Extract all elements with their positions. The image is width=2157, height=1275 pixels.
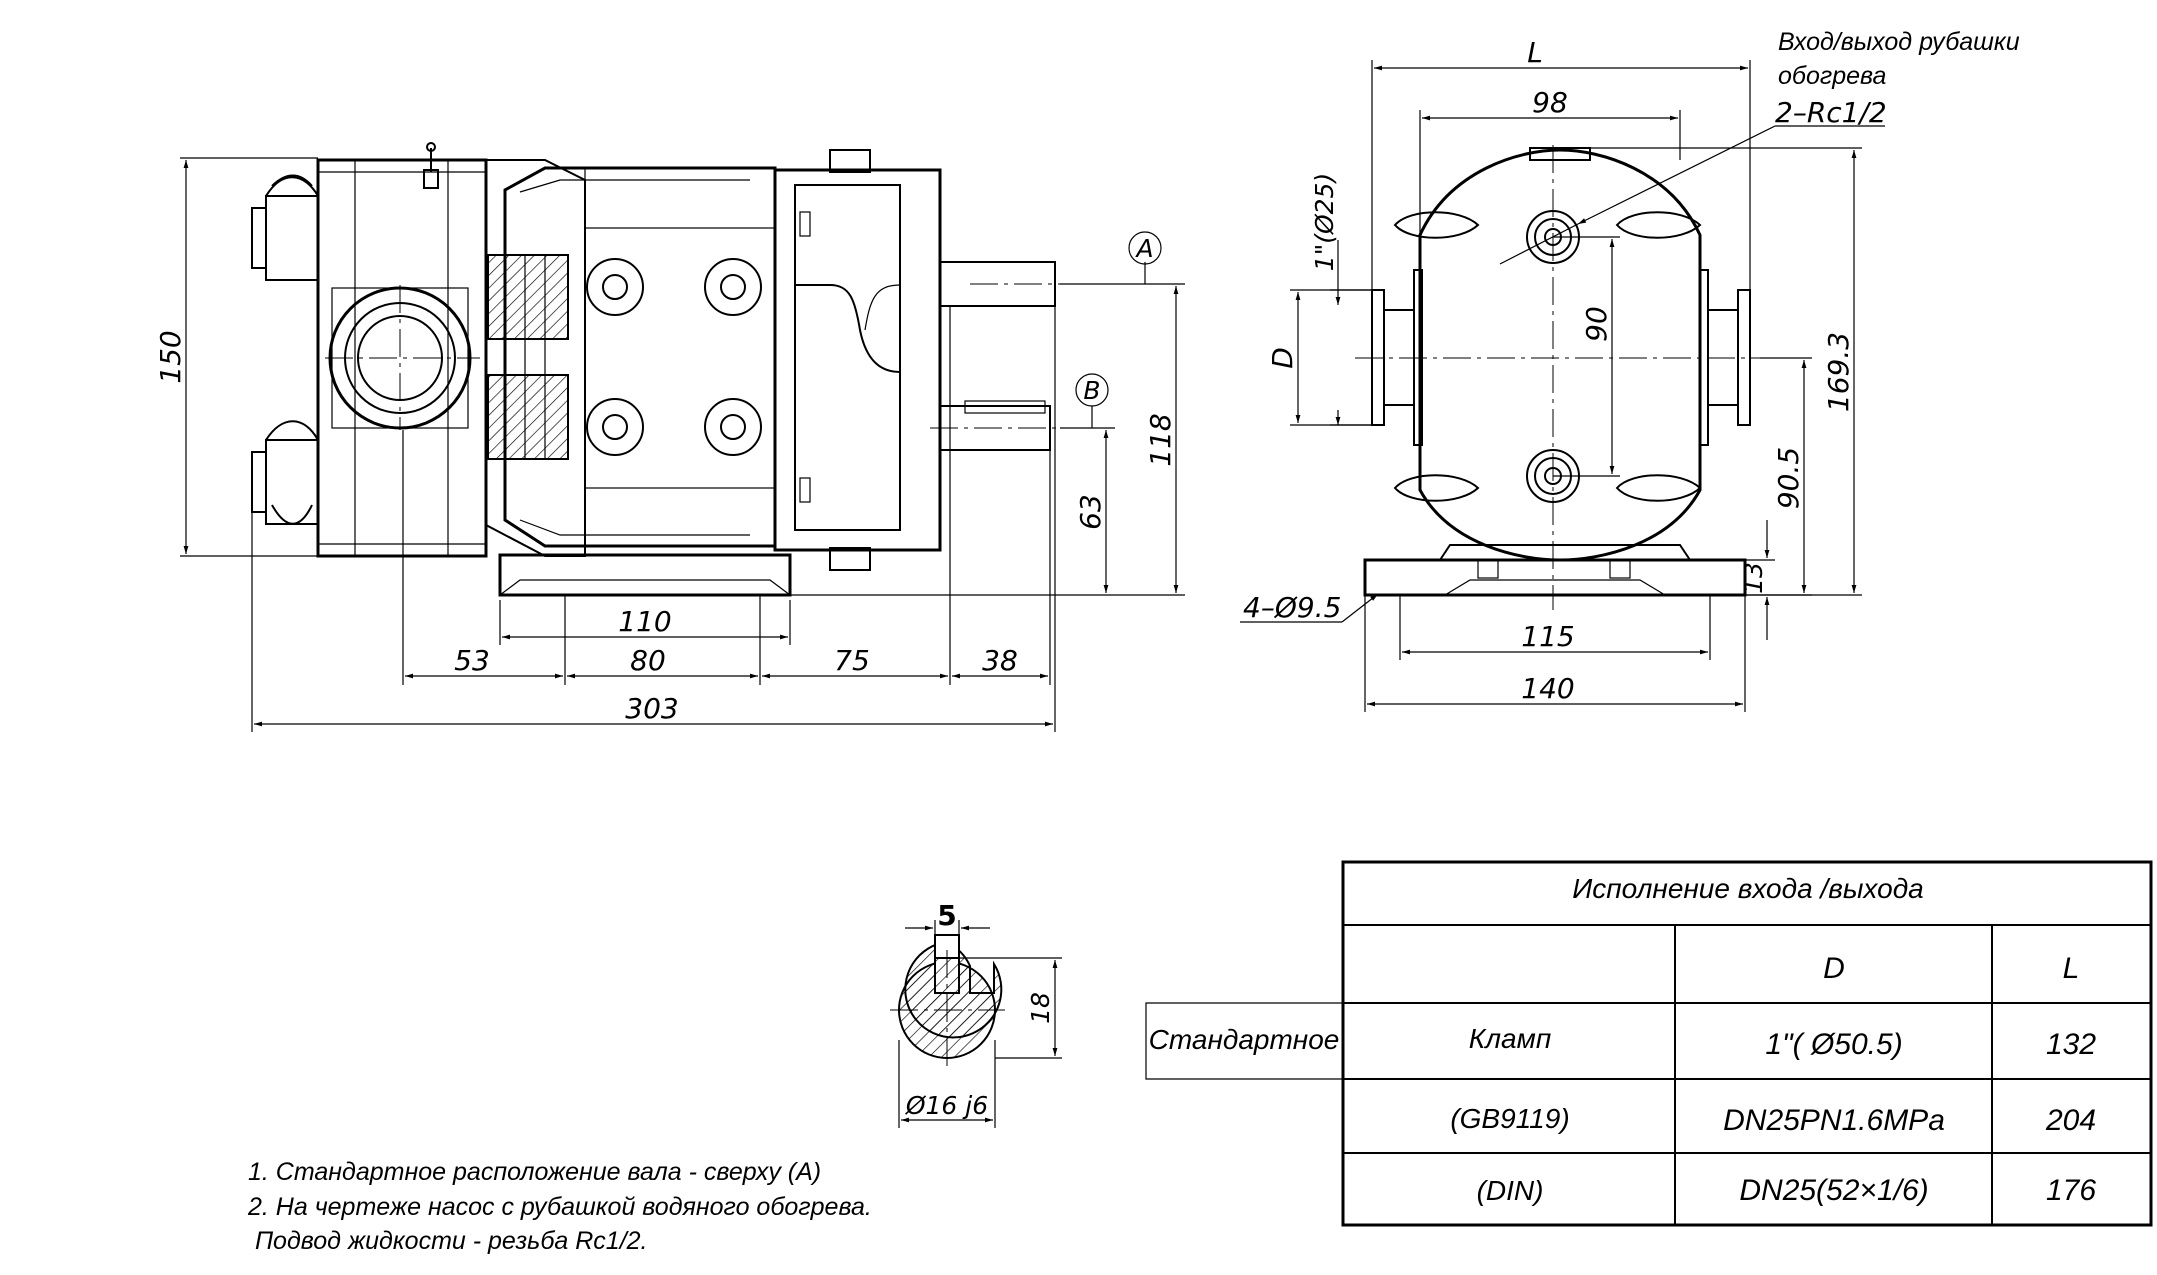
row-type: (GB9119) [1450,1103,1569,1134]
shaft-marker-b: B [1075,373,1109,428]
dim-303-label: 303 [625,692,678,725]
dim-150: 150 [154,157,318,557]
row-l: 204 [2045,1104,2096,1137]
front-base [1363,544,1747,597]
jacket-callout-thread: 2–Rc1/2 [1775,96,1887,129]
dim-110-label: 110 [618,605,671,638]
front-view: L 98 Вход/выход рубашки обогрева 2–Rc1/2… [1240,28,2020,712]
dim-80-label: 80 [630,644,666,677]
dim-63-label: 63 [1074,494,1107,530]
note-2: 2. На чертеже насос с рубашкой водяного … [247,1193,872,1221]
dim-303: 303 [251,306,1056,732]
table-row: (DIN) DN25(52×1/6) 176 [1477,1174,2097,1207]
side-foot [498,553,792,597]
dim-169-3-label: 169.3 [1822,332,1855,412]
dim-140: 140 [1364,595,1746,712]
dim-l-label: L [1527,36,1543,69]
row-type: (DIN) [1477,1175,1544,1206]
gearbox [773,149,942,571]
spec-table: Исполнение входа /выхода D L Стандартное… [1145,860,2153,1227]
shaft-b [930,400,1060,451]
diameter-label: Ø16 j6 [905,1091,988,1120]
dim-90-5-label: 90.5 [1772,447,1805,509]
dim-l: L [1371,36,1751,290]
dim-chain: 53 80 75 38 [402,305,1051,685]
jacket-callout: Вход/выход рубашки обогрева 2–Rc1/2 [1499,28,2020,265]
dim-90-label: 90 [1580,306,1613,342]
jacket-callout-line1: Вход/выход рубашки [1778,28,2020,56]
dim-90-5: 90.5 [1745,357,1812,596]
table-header-l: L [2063,952,2080,985]
jacket-callout-line2: обогрева [1778,62,1887,90]
row-l: 176 [2046,1174,2096,1207]
row-l: 132 [2046,1028,2096,1061]
marker-a-label: A [1134,234,1153,263]
dim-38-label: 38 [982,644,1018,677]
notes: 1. Стандартное расположение вала - сверх… [247,1158,872,1255]
dim-115-label: 115 [1521,620,1574,653]
dim-115: 115 [1399,595,1711,660]
dim-110: 110 [499,600,791,645]
dim-d-label: D [1266,347,1299,369]
marker-b-label: B [1083,376,1100,405]
dim-98: 98 [1419,86,1681,235]
dim-holes: 4–Ø9.5 [1240,591,1379,624]
shaft-section: 5 18 Ø16 j6 [890,899,1062,1128]
table-title: Исполнение входа /выхода [1572,873,1924,904]
table-row-group: Стандартное [1149,1024,1340,1055]
row-type: Кламп [1469,1023,1551,1054]
lens-bolts [1393,211,1702,502]
dim-98-label: 98 [1532,86,1568,119]
dim-13: 13 [1739,520,1775,640]
wing-nut-top [251,174,319,281]
dim-118: 118 [790,283,1185,596]
row-d: DN25(52×1/6) [1739,1174,1928,1207]
body-bolts [586,258,762,456]
dim-d: D [1266,289,1372,426]
pump-body [485,159,777,557]
wing-nut-bottom [251,420,319,525]
key-width-label: 5 [937,899,956,932]
dim-140-label: 140 [1521,672,1574,705]
dim-holes-label: 4–Ø9.5 [1243,591,1341,624]
dim-inch-label: 1"(Ø25) [1310,173,1339,271]
depth-label: 18 [1026,992,1055,1024]
dim-169-3: 169.3 [1590,147,1862,596]
dim-inch: 1"(Ø25) [1310,173,1372,426]
table-header-d: D [1823,952,1845,985]
side-view: 150 53 80 75 38 110 [154,142,1185,732]
note-1: 1. Стандартное расположение вала - сверх… [248,1158,821,1186]
dim-13-label: 13 [1739,562,1768,594]
front-body [1418,147,1702,562]
row-d: 1"( Ø50.5) [1765,1028,1902,1061]
dim-63: 63 [1060,427,1115,593]
dim-75-label: 75 [834,644,870,677]
note-3: Подвод жидкости - резьба Rc1/2. [248,1227,648,1255]
table-row: Кламп 1"( Ø50.5) 132 [1469,1023,2097,1061]
table-row: (GB9119) DN25PN1.6MPa 204 [1450,1103,2096,1137]
dim-90: 90 [1553,236,1620,477]
vent-plug [423,142,439,189]
shaft-a [939,261,1060,307]
row-d: DN25PN1.6MPa [1723,1104,1945,1137]
shaft-marker-a: A [1128,231,1162,284]
dim-118-label: 118 [1144,413,1177,466]
dim-53-label: 53 [454,644,490,677]
dim-150-label: 150 [154,330,187,383]
